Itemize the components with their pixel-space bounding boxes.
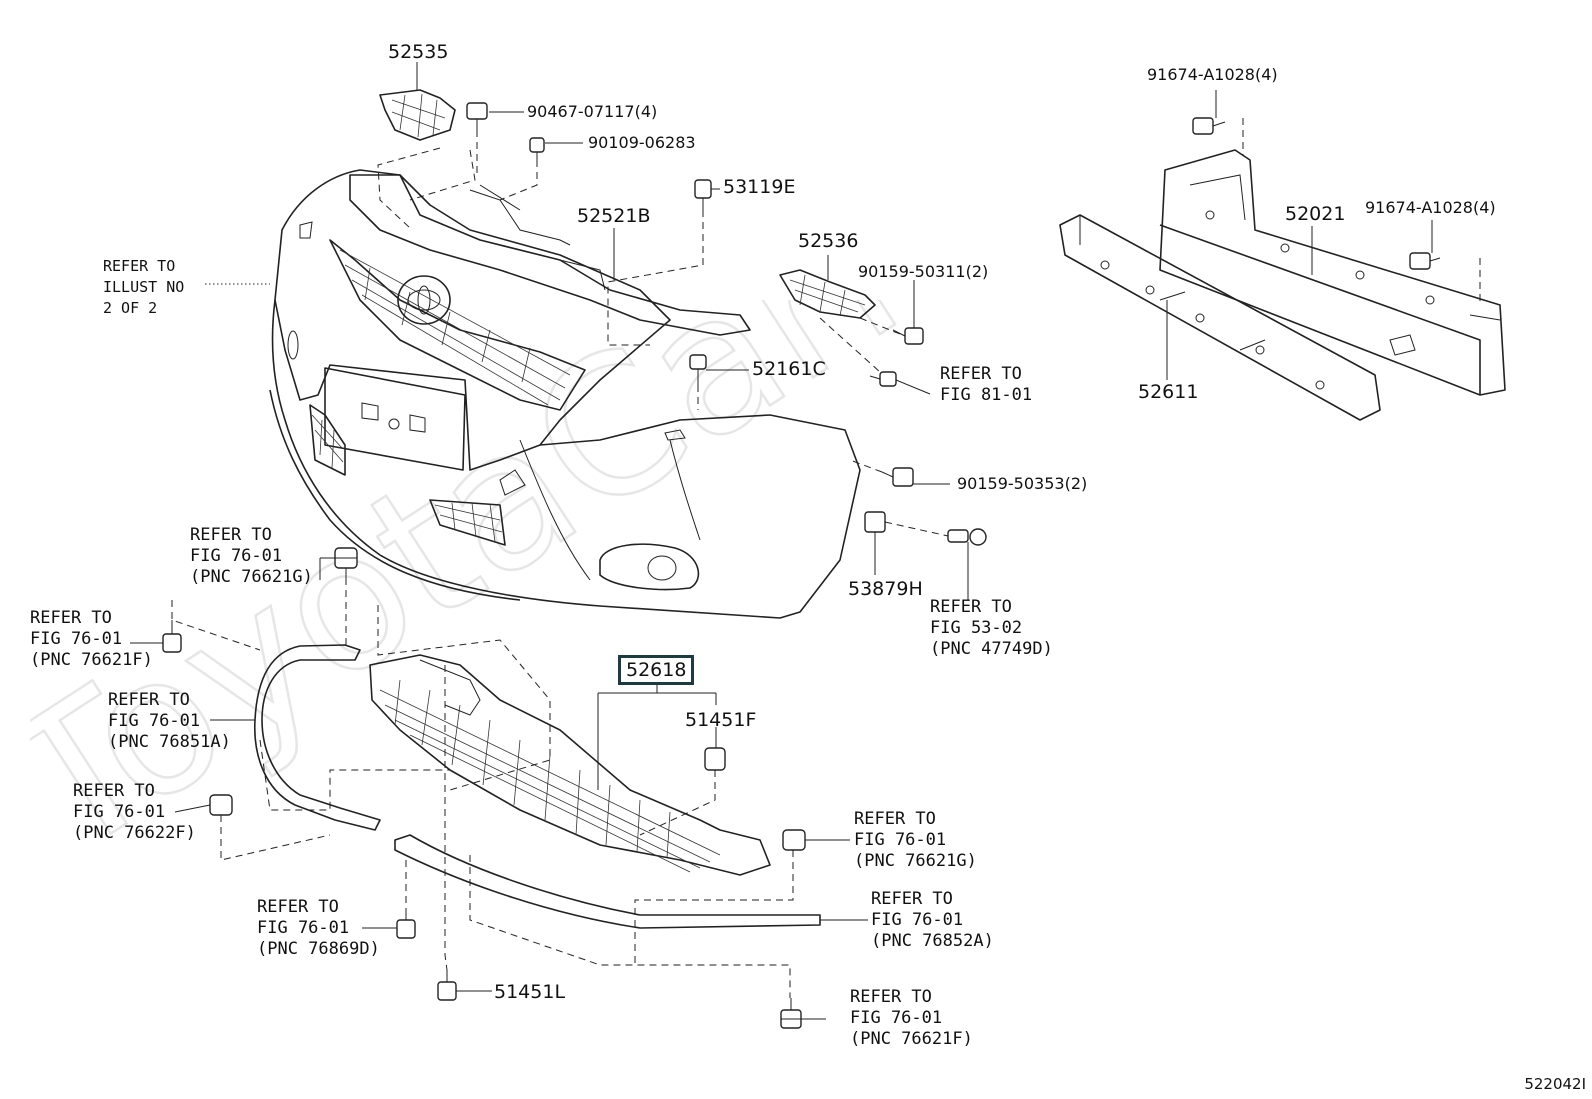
label-52161c: 52161C bbox=[752, 358, 826, 380]
label-91674-a1028-right: 91674-A1028(4) bbox=[1365, 198, 1496, 217]
label-52618: 52618 bbox=[618, 655, 695, 685]
bracket-52536 bbox=[779, 269, 876, 319]
ref-76869d: REFER TO FIG 76-01 (PNC 76869D) bbox=[257, 897, 380, 959]
reinforcement-52021 bbox=[1159, 149, 1506, 396]
leader-lines bbox=[130, 62, 1433, 1020]
molding-left bbox=[254, 644, 381, 831]
label-51451f: 51451F bbox=[685, 709, 757, 731]
ref-76621f-left: REFER TO FIG 76-01 (PNC 76621F) bbox=[30, 608, 153, 670]
label-53119e: 53119E bbox=[723, 176, 796, 198]
ref-76621f-bottom: REFER TO FIG 76-01 (PNC 76621F) bbox=[850, 987, 973, 1049]
ref-76621g-right: REFER TO FIG 76-01 (PNC 76621G) bbox=[854, 809, 977, 871]
ref-illust-2-of-2: REFER TO ILLUST NO 2 OF 2 bbox=[103, 257, 185, 317]
illustration-code: 522042I bbox=[1524, 1075, 1586, 1093]
ref-76852a: REFER TO FIG 76-01 (PNC 76852A) bbox=[871, 889, 994, 951]
label-90467-07117: 90467-07117(4) bbox=[527, 102, 658, 121]
label-91674-a1028-top: 91674-A1028(4) bbox=[1147, 65, 1278, 84]
bumper-cover bbox=[269, 169, 861, 619]
fasteners bbox=[162, 102, 1441, 1029]
support-52521b bbox=[349, 174, 751, 336]
ref-76851a: REFER TO FIG 76-01 (PNC 76851A) bbox=[108, 690, 231, 752]
lower-cover-52618 bbox=[369, 654, 771, 876]
molding-lower bbox=[394, 834, 821, 929]
absorber-52611 bbox=[1059, 214, 1381, 421]
label-52536: 52536 bbox=[798, 230, 859, 252]
label-90109-06283: 90109-06283 bbox=[588, 133, 696, 152]
label-52611: 52611 bbox=[1138, 381, 1199, 403]
label-51451l: 51451L bbox=[494, 981, 566, 1003]
ref-76621g-top: REFER TO FIG 76-01 (PNC 76621G) bbox=[190, 525, 313, 587]
label-90159-50311: 90159-50311(2) bbox=[858, 262, 989, 281]
ref-fig-53-02: REFER TO FIG 53-02 (PNC 47749D) bbox=[930, 597, 1053, 659]
ref-fig-81-01: REFER TO FIG 81-01 bbox=[940, 364, 1033, 405]
assembly-lines bbox=[171, 118, 1481, 998]
label-52535: 52535 bbox=[388, 41, 449, 63]
label-53879h: 53879H bbox=[848, 578, 923, 600]
bracket-52535 bbox=[379, 89, 456, 141]
label-52521b: 52521B bbox=[577, 205, 651, 227]
label-52021: 52021 bbox=[1285, 203, 1346, 225]
ref-76622f: REFER TO FIG 76-01 (PNC 76622F) bbox=[73, 781, 196, 843]
label-90159-50353: 90159-50353(2) bbox=[957, 474, 1088, 493]
